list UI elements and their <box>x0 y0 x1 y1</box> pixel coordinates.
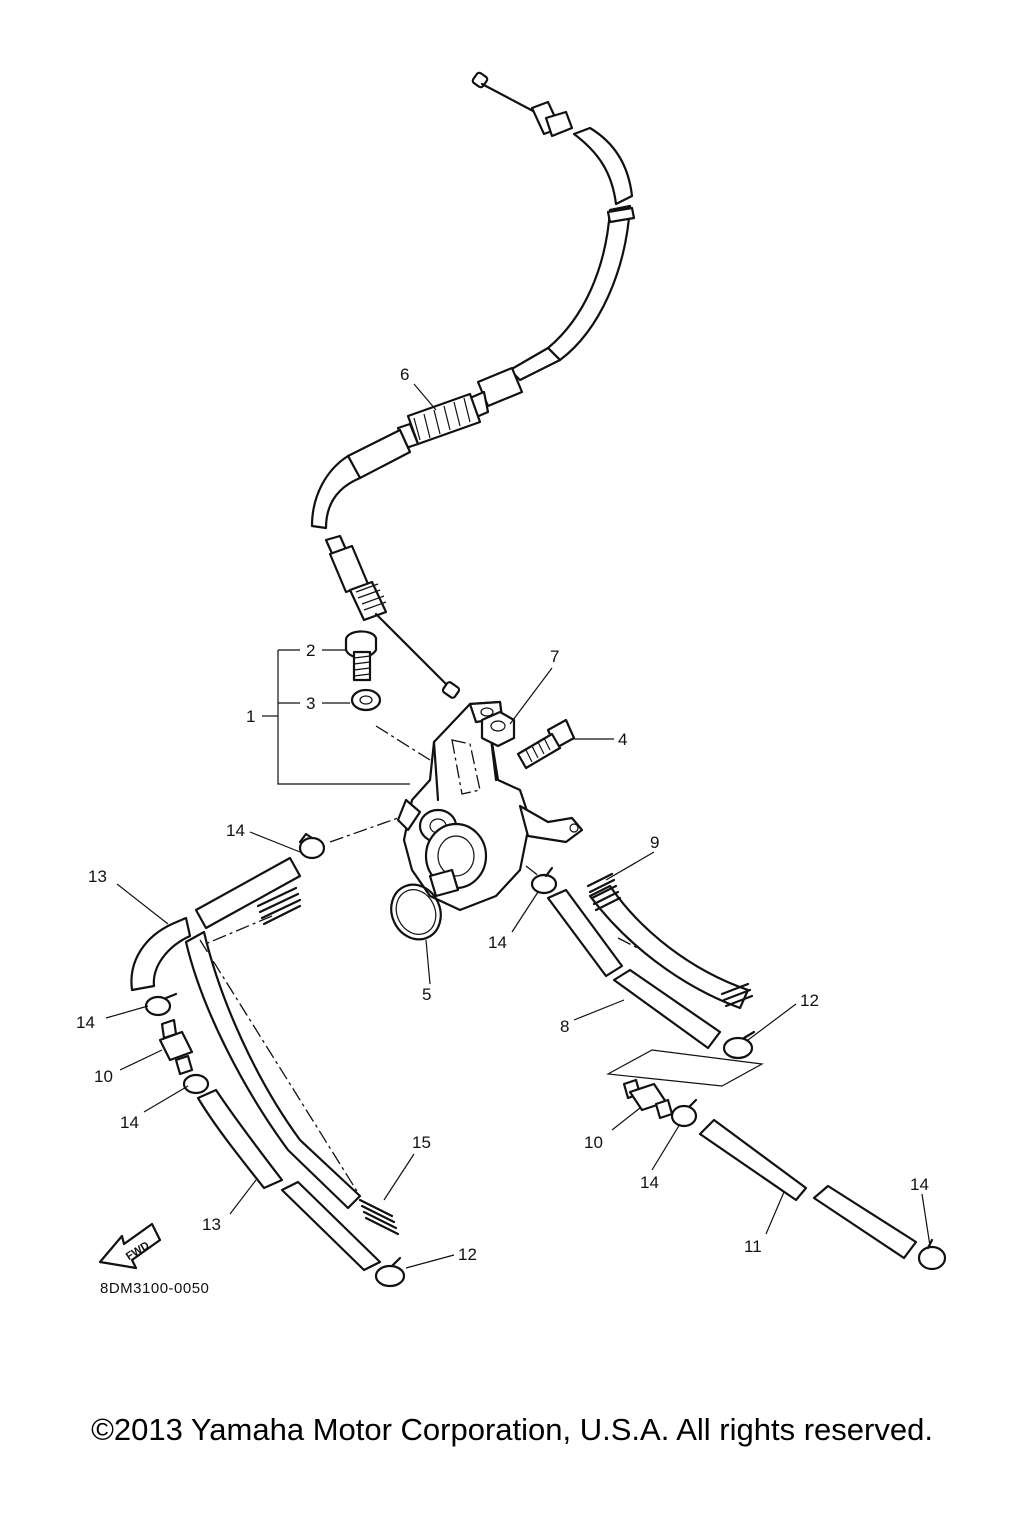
callout-14-a: 14 <box>226 821 245 840</box>
callout-1: 1 <box>246 707 255 726</box>
part-3-washer <box>350 688 382 712</box>
callout-6: 6 <box>400 365 409 384</box>
throttle-cable <box>310 71 636 699</box>
callout-3: 3 <box>306 694 315 713</box>
diagram-code: 8DM3100-0050 <box>100 1280 209 1297</box>
copyright-notice: ©2013 Yamaha Motor Corporation, U.S.A. A… <box>91 1412 933 1447</box>
leader-lines <box>105 383 931 1269</box>
part-4-bolt <box>516 718 576 770</box>
callout-14-c: 14 <box>76 1013 95 1032</box>
part-7-nut <box>480 710 516 748</box>
callout-14-d: 14 <box>120 1113 139 1132</box>
right-hose-group <box>530 866 947 1271</box>
callout-14-b: 14 <box>488 933 507 952</box>
callout-12-right: 12 <box>800 991 819 1010</box>
callout-15: 15 <box>412 1133 431 1152</box>
left-hose-group <box>130 832 406 1288</box>
callout-2: 2 <box>306 641 315 660</box>
callout-12-left: 12 <box>458 1245 477 1264</box>
part-2-bolt <box>344 630 378 682</box>
part-5-o-ring <box>390 883 442 941</box>
callout-7: 7 <box>550 647 559 666</box>
callout-5: 5 <box>422 985 431 1004</box>
callout-13-upper: 13 <box>88 867 107 886</box>
callout-10-right: 10 <box>584 1133 603 1152</box>
fwd-arrow-icon: FWD <box>98 1222 162 1270</box>
callout-14-f: 14 <box>910 1175 929 1194</box>
callout-4: 4 <box>618 730 627 749</box>
callout-9: 9 <box>650 833 659 852</box>
callout-labels: 1 2 3 4 5 6 7 8 9 10 10 11 12 12 13 13 1… <box>76 365 929 1264</box>
callout-14-e: 14 <box>640 1173 659 1192</box>
callout-10-left: 10 <box>94 1067 113 1086</box>
callout-11: 11 <box>744 1237 762 1256</box>
callout-8: 8 <box>560 1017 569 1036</box>
callout-13-lower: 13 <box>202 1215 221 1234</box>
exploded-parts-diagram: 1 2 3 4 5 6 7 8 9 10 10 11 12 12 13 13 1… <box>76 71 947 1297</box>
